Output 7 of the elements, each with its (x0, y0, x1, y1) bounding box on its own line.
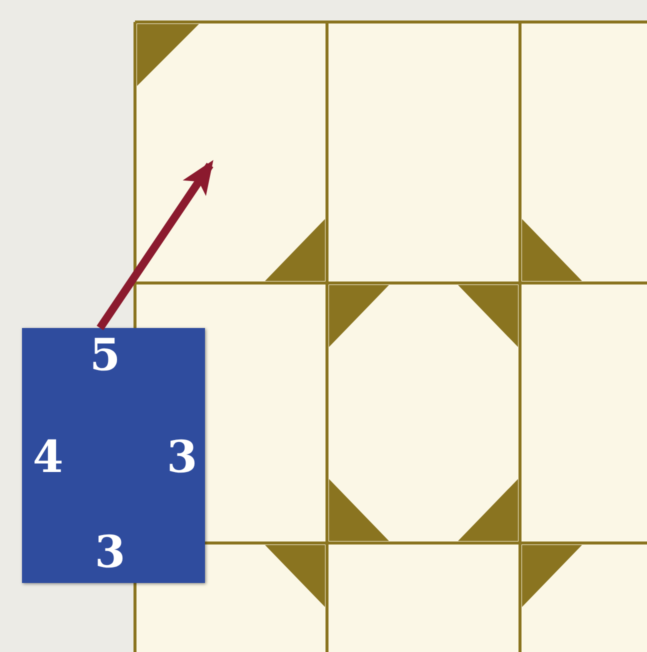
number-label: 3 (94, 531, 126, 575)
number-label: 5 (90, 334, 120, 378)
grid-cell (137, 24, 325, 281)
arrow (96, 160, 214, 330)
card (22, 328, 205, 583)
number-label: 3 (166, 436, 198, 480)
number-label: 4 (32, 436, 64, 480)
